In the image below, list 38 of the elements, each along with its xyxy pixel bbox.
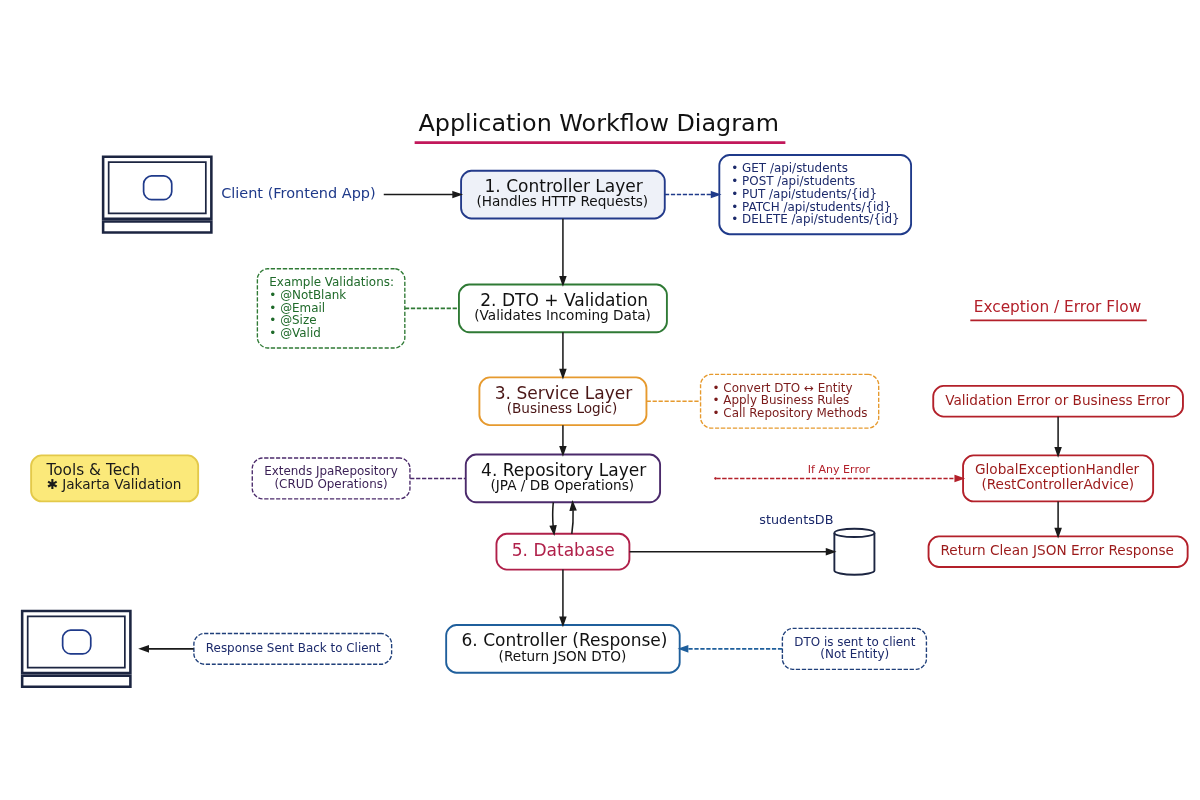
node-box: 3. Service Layer (Business Logic): [478, 376, 648, 427]
node-box: Response Sent Back to Client: [193, 632, 393, 665]
node-box: 6. Controller (Response) (Return JSON DTO): [445, 624, 681, 674]
node-label: Client (Frontend App): [221, 185, 376, 202]
node-box: 5. Database: [495, 532, 631, 571]
connector: [645, 400, 702, 403]
node-box: Validation Error or Business Error: [932, 385, 1184, 418]
node-box: Extends JpaRepository (CRUD Operations): [251, 457, 411, 500]
arrow: [677, 645, 783, 653]
arrow: [559, 217, 567, 287]
label: Exception / Error Flow: [973, 298, 1142, 317]
node-box: GlobalExceptionHandler (RestControllerAdvice): [962, 454, 1155, 503]
diagram-title: Application Workflow Diagram: [418, 109, 779, 138]
node-box: • GET /api/students • POST /api/students • PUT /api/students/{id} • PATCH /api/students/{id} • DELETE /api/students/{id}: [718, 154, 913, 236]
node-box: Return Clean JSON Error Response: [927, 535, 1189, 568]
arrow: [1054, 415, 1062, 458]
arrow: [383, 190, 464, 199]
node-box: 4. Repository Layer (JPA / DB Operations): [464, 453, 662, 504]
arrow: [138, 645, 195, 653]
arrow: [715, 474, 966, 483]
connector: [404, 307, 460, 310]
node-box: Tools & Tech ✱ Jakarta Validation: [30, 454, 200, 503]
edge-label: If Any Error: [807, 462, 871, 476]
arrow: [559, 424, 567, 457]
arrow: [664, 190, 722, 199]
arrow: [569, 500, 577, 535]
node-box: 1. Controller Layer (Handles HTTP Requests): [460, 169, 666, 220]
node-box: 2. DTO + Validation (Validates Incoming Data): [458, 283, 668, 334]
arrow: [1054, 500, 1062, 539]
arrow: [559, 331, 567, 380]
node-label: studentsDB: [759, 512, 834, 528]
connector: [409, 477, 467, 480]
node-box: • Convert DTO ↔ Entity • Apply Business Rules • Call Repository Methods: [699, 373, 880, 429]
arrow: [549, 501, 557, 537]
arrow: [628, 547, 837, 556]
arrow: [559, 568, 567, 628]
node-box: DTO is sent to client (Not Entity): [781, 627, 928, 670]
node-box: Example Validations: • @NotBlank • @Email • @Size • @Valid: [256, 268, 406, 349]
